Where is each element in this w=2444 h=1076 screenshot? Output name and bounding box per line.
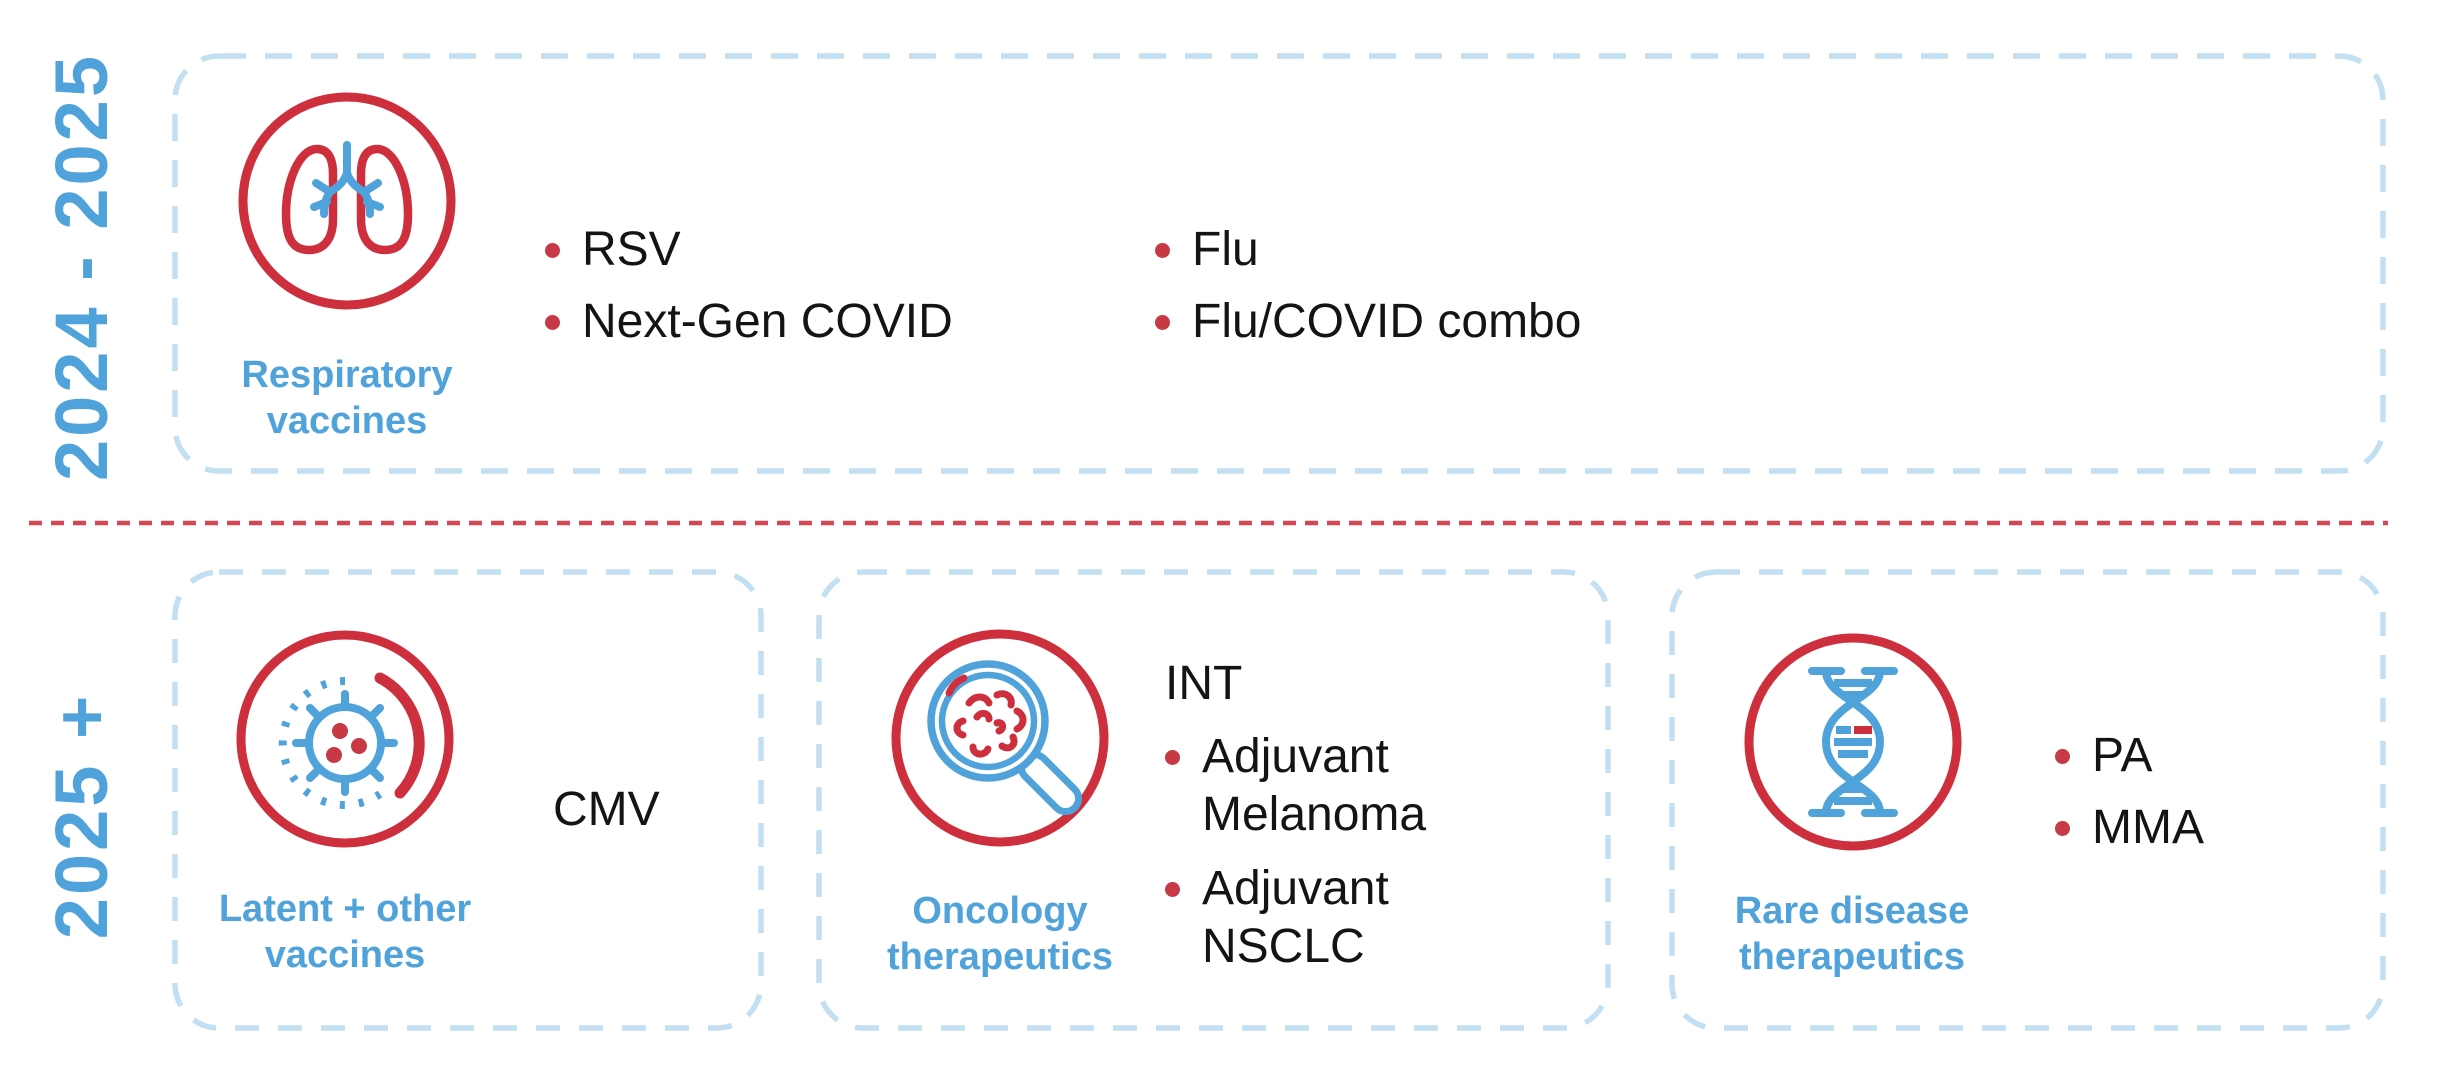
respiratory-list-col2: Flu Flu/COVID combo bbox=[1155, 220, 1581, 352]
list-item: Adjuvant NSCLC bbox=[1165, 860, 1435, 976]
dna-icon bbox=[1738, 627, 1968, 857]
bullet-icon bbox=[1155, 315, 1170, 330]
respiratory-vaccines-card: Respiratory vaccines RSV Next-Gen COVID … bbox=[171, 52, 2387, 475]
row-divider-dashed-line bbox=[29, 520, 2388, 526]
magnifier-cell-icon bbox=[885, 623, 1115, 853]
oncology-therapeutics-card: Oncology therapeutics INT Adjuvant Melan… bbox=[815, 568, 1612, 1032]
dashed-border bbox=[172, 569, 764, 1031]
list-item: Adjuvant Melanoma bbox=[1165, 728, 1435, 844]
rare-disease-therapeutics-label: Rare disease therapeutics bbox=[1734, 890, 1970, 978]
bullet-icon bbox=[545, 243, 560, 258]
list-item: RSV bbox=[545, 220, 953, 280]
dashed-border bbox=[1669, 569, 2386, 1031]
year-label-2025-plus: 2025 + bbox=[40, 692, 123, 940]
bullet-icon bbox=[1165, 882, 1180, 897]
bullet-icon bbox=[1165, 750, 1180, 765]
year-label-2024-2025: 2024 - 2025 bbox=[40, 53, 123, 482]
bullet-icon bbox=[545, 315, 560, 330]
respiratory-list-col1: RSV Next-Gen COVID bbox=[545, 220, 953, 352]
list-heading: INT bbox=[1165, 657, 1243, 710]
dashed-border bbox=[172, 53, 2386, 474]
list-item: MMA bbox=[2055, 798, 2204, 858]
list-item: PA bbox=[2055, 726, 2204, 786]
oncology-list: INT Adjuvant Melanoma Adjuvant NSCLC bbox=[1165, 656, 1435, 976]
list-item: Flu/COVID combo bbox=[1155, 292, 1581, 352]
bullet-icon bbox=[2055, 749, 2070, 764]
bullet-icon bbox=[2055, 821, 2070, 836]
virus-icon bbox=[230, 624, 460, 854]
list-item: Next-Gen COVID bbox=[545, 292, 953, 352]
lungs-icon bbox=[232, 86, 462, 316]
latent-other-vaccines-label: Latent + other vaccines bbox=[218, 888, 472, 976]
rare-disease-therapeutics-card: Rare disease therapeutics PA MMA bbox=[1668, 568, 2387, 1032]
bullet-icon bbox=[1155, 243, 1170, 258]
rare-disease-list: PA MMA bbox=[2055, 726, 2204, 858]
dashed-border bbox=[816, 569, 1611, 1031]
latent-other-vaccines-card: Latent + other vaccines CMV bbox=[171, 568, 765, 1032]
list-item: Flu bbox=[1155, 220, 1581, 280]
list-item: CMV bbox=[553, 783, 660, 836]
oncology-therapeutics-label: Oncology therapeutics bbox=[887, 890, 1113, 978]
respiratory-vaccines-label: Respiratory vaccines bbox=[241, 354, 453, 442]
